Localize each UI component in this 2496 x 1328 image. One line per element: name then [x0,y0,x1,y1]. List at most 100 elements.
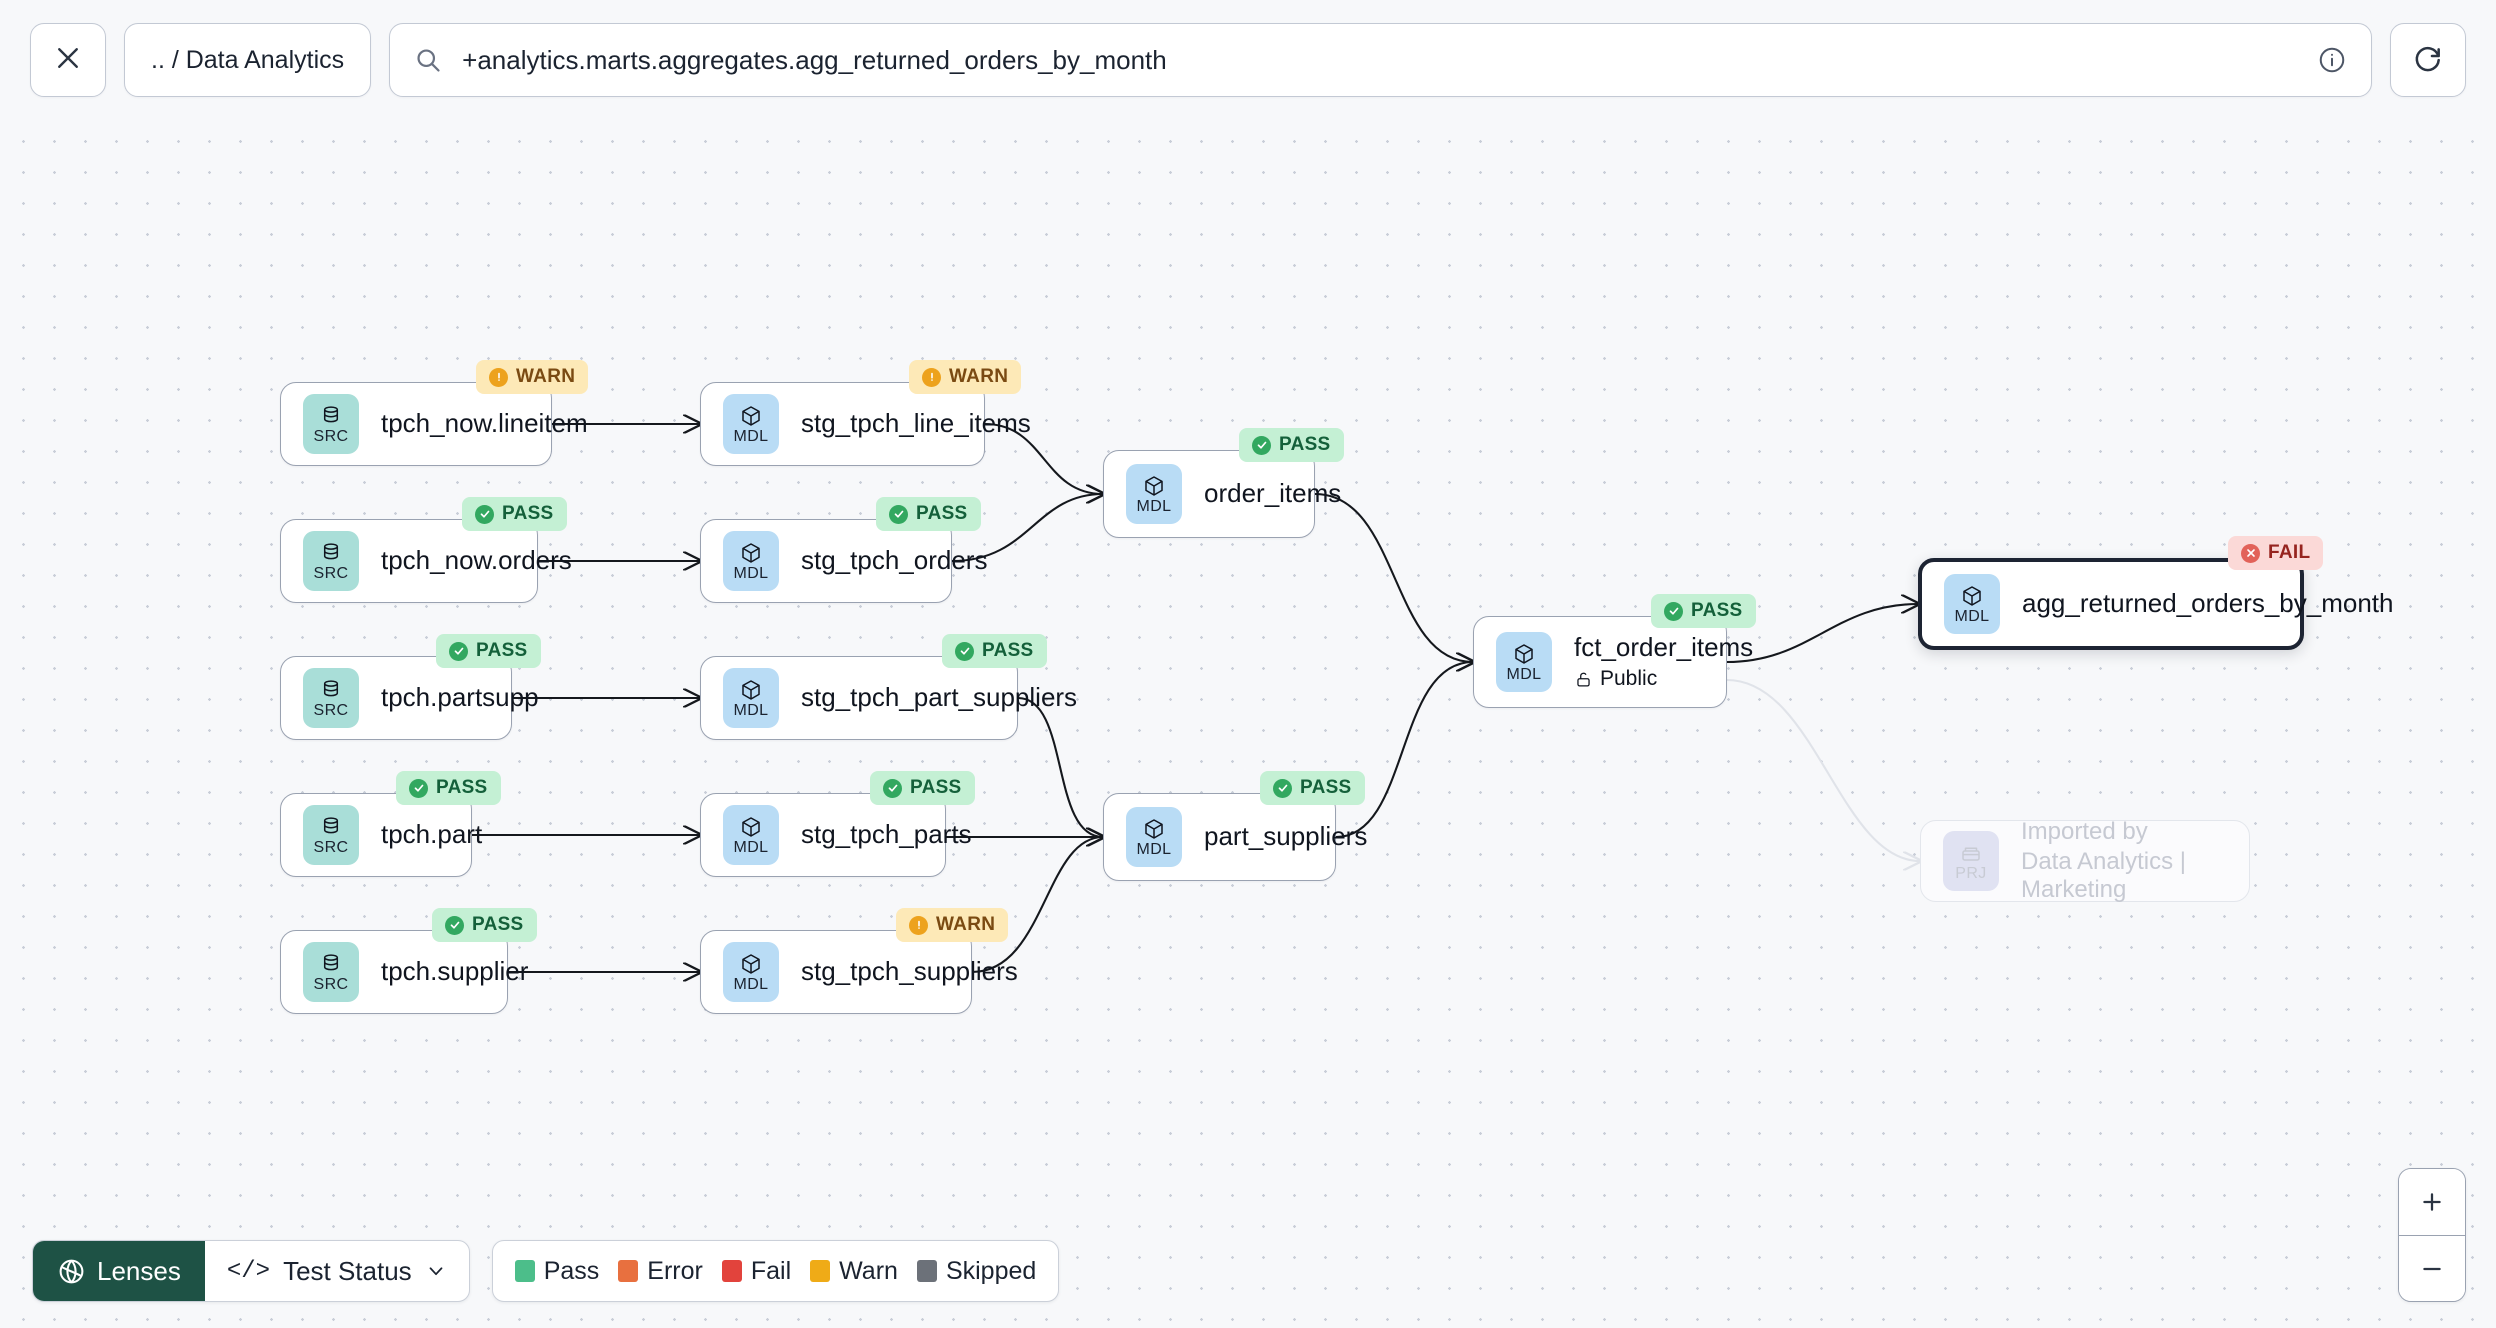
minus-icon [2419,1256,2445,1282]
legend-item-error[interactable]: Error [618,1257,703,1286]
chevron-down-icon [425,1260,447,1282]
status-badge-warn[interactable]: WARN [896,908,1009,942]
legend-label: Skipped [945,1256,1037,1285]
cube-icon [1960,584,1984,608]
legend-label: Error [647,1256,703,1285]
test-status-label: Test Status [283,1255,412,1286]
status-badge-pass[interactable]: PASS [1260,771,1365,805]
mdl-kind-badge: MDL [1126,807,1182,867]
status-icon [489,367,508,387]
status-icon [909,915,928,935]
kind-label: MDL [1954,607,1990,625]
status-badge-pass[interactable]: PASS [1651,594,1756,628]
status-icon [2241,543,2260,563]
mdl-kind-badge: MDL [723,942,779,1002]
lineage-node-order_items[interactable]: MDL order_items [1103,450,1342,538]
kind-label: SRC [313,427,349,445]
database-icon [319,404,343,428]
status-icon [449,641,468,661]
node-title: stg_tpch_orders [801,545,988,576]
status-badge-pass[interactable]: PASS [396,771,501,805]
cube-icon [1142,817,1166,841]
kind-label: SRC [313,838,349,856]
prj-kind-badge: PRJ [1943,831,1999,891]
node-title: part_suppliers [1204,821,1368,852]
lens-group: Lenses </> Test Status [32,1240,470,1302]
cube-icon [739,815,763,839]
test-status-dropdown[interactable]: </> Test Status [205,1241,469,1301]
bottom-toolbar: Lenses </> Test Status Pass Error Fail Warn… [32,1240,1060,1302]
lineage-node-tpch_supplier[interactable]: SRC tpch.supplier [280,930,528,1014]
lenses-button[interactable]: Lenses [33,1241,205,1301]
cube-icon [739,678,763,702]
status-badge-pass[interactable]: PASS [1239,428,1344,462]
node-body: stg_tpch_part_suppliers [801,682,1078,713]
unlock-icon [1574,670,1593,689]
status-icon [889,504,908,524]
search-bar[interactable]: +analytics.marts.aggregates.agg_returned… [389,23,2372,97]
database-icon [319,541,343,565]
node-body: tpch_now.orders [381,545,572,576]
src-kind-badge: SRC [303,942,359,1002]
lineage-node-part_suppliers[interactable]: MDL part_suppliers [1103,793,1368,881]
close-icon [53,43,83,78]
status-label: WARN [949,366,1009,387]
status-icon [1664,601,1683,621]
mdl-kind-badge: MDL [1126,464,1182,524]
status-label: PASS [910,777,962,798]
zoom-out-button[interactable] [2399,1235,2465,1301]
status-badge-pass[interactable]: PASS [462,497,567,531]
refresh-button[interactable] [2390,23,2466,97]
legend-item-warn[interactable]: Warn [810,1257,898,1286]
node-title: tpch_now.lineitem [381,408,588,439]
status-badge-warn[interactable]: WARN [476,360,589,394]
legend-label: Pass [543,1256,600,1285]
node-subtitle: Public [1574,667,1726,691]
info-icon[interactable] [2317,45,2347,75]
status-badge-pass[interactable]: PASS [870,771,975,805]
status-badge-pass[interactable]: PASS [432,908,537,942]
status-badge-fail[interactable]: FAIL [2228,536,2324,570]
node-body: tpch.part [381,819,482,850]
legend-item-pass[interactable]: Pass [514,1256,600,1286]
legend-item-skipped[interactable]: Skipped [916,1256,1037,1286]
node-title: stg_tpch_line_items [801,408,1031,439]
kind-label: SRC [313,975,349,993]
legend-item-fail[interactable]: Fail [721,1257,791,1286]
status-label: PASS [1279,434,1331,455]
cube-icon [739,541,763,565]
kind-label: MDL [733,838,769,856]
search-input[interactable]: +analytics.marts.aggregates.agg_returned… [462,44,1167,75]
zoom-in-button[interactable] [2399,1169,2465,1235]
node-title: stg_tpch_part_suppliers [801,682,1078,713]
status-badge-warn[interactable]: WARN [909,360,1022,394]
mdl-kind-badge: MDL [1496,632,1552,692]
kind-label: MDL [733,427,769,445]
breadcrumb[interactable]: .. / Data Analytics [124,23,372,97]
node-title: fct_order_items [1574,631,1754,662]
close-button[interactable] [30,23,106,97]
lineage-node-stg_tpch_line_items[interactable]: MDL stg_tpch_line_items [700,382,1031,466]
lineage-node-tpch_now_lineitem[interactable]: SRC tpch_now.lineitem [280,382,588,466]
status-badge-pass[interactable]: PASS [436,634,541,668]
status-icon [1273,778,1292,798]
node-title: order_items [1204,478,1342,509]
status-badge-pass[interactable]: PASS [876,497,981,531]
status-badge-pass[interactable]: PASS [942,634,1047,668]
node-body: tpch.partsupp [381,682,539,713]
node-body: tpch.supplier [381,956,528,987]
lineage-node-tpch_part[interactable]: SRC tpch.part [280,793,482,877]
lenses-label: Lenses [97,1255,181,1286]
